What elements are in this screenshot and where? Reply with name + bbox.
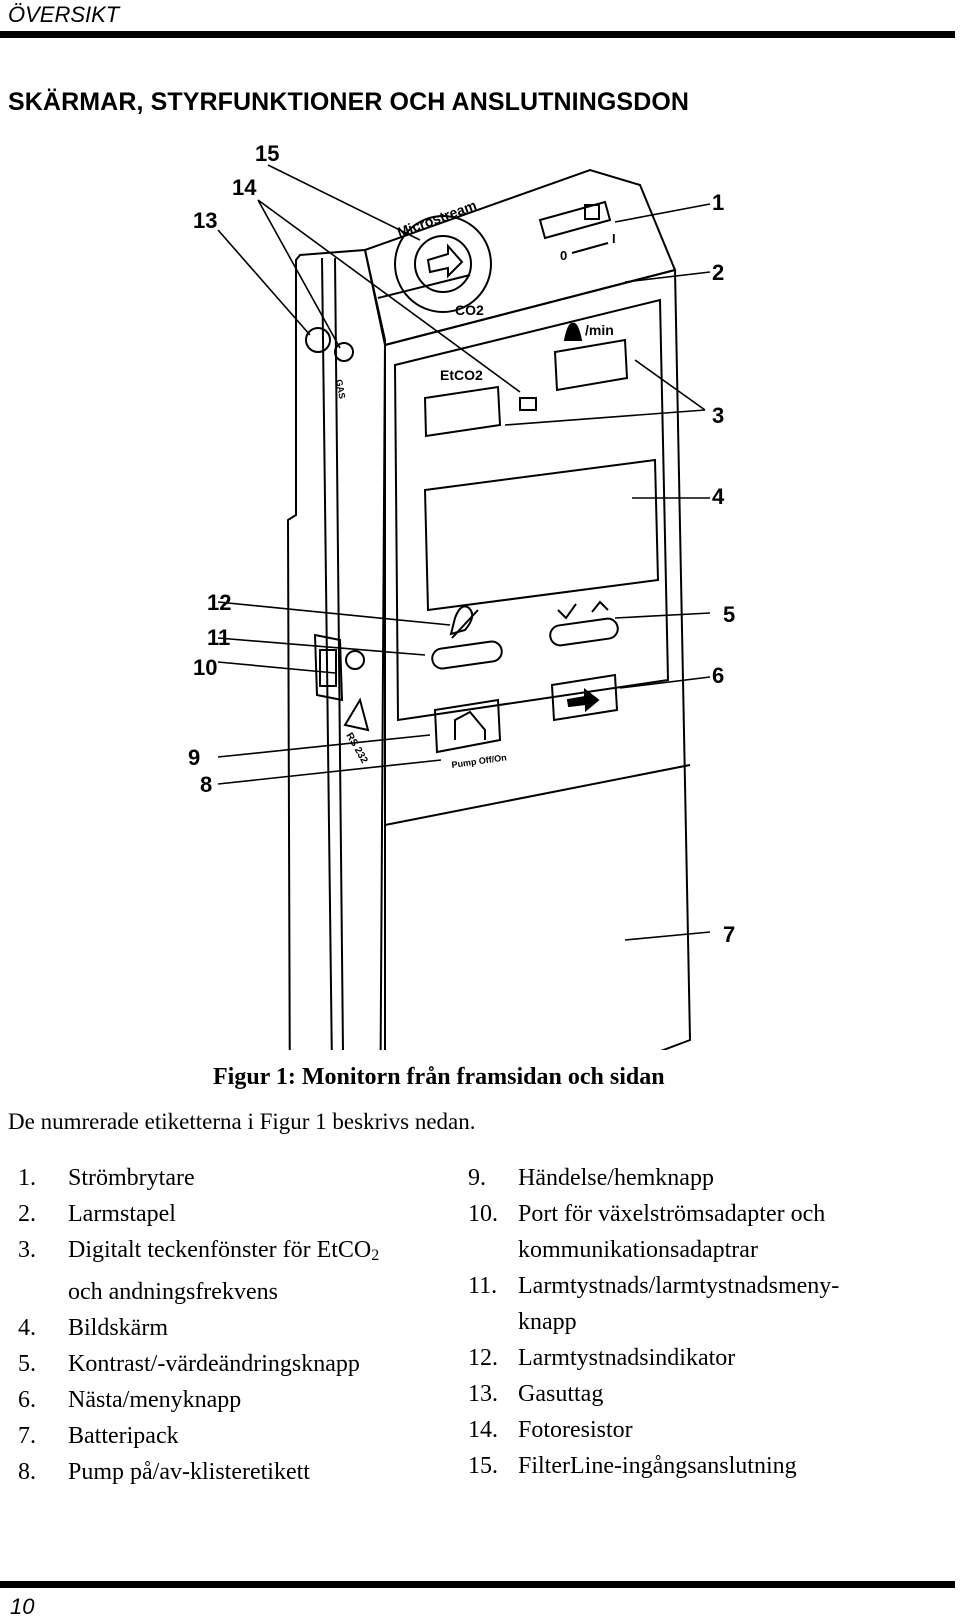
list-item: 4.Bildskärm xyxy=(18,1315,168,1341)
etco2-label: EtCO2 xyxy=(440,367,483,383)
legend-list-right: 9.Händelse/hemknapp 10.Port för växelstr… xyxy=(468,1160,938,1484)
callout-1: 1 xyxy=(712,190,724,215)
list-item: 12.Larmtystnadsindikator xyxy=(468,1345,736,1371)
adapter-port xyxy=(313,633,344,702)
warning-triangle-icon xyxy=(343,697,370,732)
section-header: ÖVERSIKT xyxy=(8,2,120,27)
list-item: 1.Strömbrytare xyxy=(18,1165,195,1191)
top-ridge xyxy=(377,274,471,299)
pump-label: Pump Off/On xyxy=(451,752,507,770)
front-divider xyxy=(384,764,691,826)
list-item: 11.Larmtystnads/larmtystnadsmeny-knapp xyxy=(468,1273,840,1335)
switch-scale-line xyxy=(571,242,609,254)
callout-7: 7 xyxy=(723,922,735,947)
footer-rule xyxy=(0,1581,955,1588)
photoresistor xyxy=(334,342,354,362)
rs232-label: RS 232 xyxy=(343,731,369,766)
list-item: 8.Pump på/av-klisteretikett xyxy=(18,1459,310,1485)
intro-text: De numrerade etiketterna i Figur 1 beskr… xyxy=(8,1109,476,1134)
page-number: 10 xyxy=(10,1594,35,1619)
connector-arrow-icon xyxy=(426,243,464,279)
callout-5: 5 xyxy=(723,602,735,627)
legend-list-left: 1.Strömbrytare 2.Larmstapel 3.Digitalt t… xyxy=(18,1160,458,1490)
callout-3: 3 xyxy=(712,403,724,428)
front-inner-panel xyxy=(393,298,670,722)
value-down-icon xyxy=(557,603,577,620)
header-rule xyxy=(0,31,955,38)
device-front-face xyxy=(384,268,692,1050)
contrast-value-button xyxy=(549,617,619,647)
home-icon xyxy=(454,710,486,740)
gas-outlet-port xyxy=(305,327,331,353)
alarm-silence-icon xyxy=(449,605,474,636)
side-edge-2 xyxy=(334,257,344,1050)
list-item: 9.Händelse/hemknapp xyxy=(468,1165,714,1191)
next-menu-button xyxy=(550,673,619,722)
adapter-port-socket xyxy=(319,649,337,687)
alarm-bar-indicator xyxy=(519,397,537,411)
callout-13: 13 xyxy=(193,208,217,233)
list-item: 5.Kontrast/-värdeändringsknapp xyxy=(18,1351,360,1377)
side-edge-1 xyxy=(321,257,333,1050)
list-item: 15.FilterLine-ingångsanslutning xyxy=(468,1453,797,1479)
callout-leaders xyxy=(217,164,711,941)
figure-caption: Figur 1: Monitorn från framsidan och sid… xyxy=(213,1064,665,1090)
main-display-screen xyxy=(423,458,660,612)
alarm-silence-button xyxy=(431,640,503,670)
rate-unit-label: /min xyxy=(585,322,614,338)
list-item: 14.Fotoresistor xyxy=(468,1417,633,1443)
callout-14: 14 xyxy=(232,175,257,200)
filterline-connector-ring xyxy=(394,215,492,313)
value-up-icon xyxy=(591,600,609,613)
callout-4: 4 xyxy=(712,484,725,509)
co2-port-label: CO2 xyxy=(455,302,484,318)
power-switch xyxy=(538,200,612,240)
callout-10: 10 xyxy=(193,655,217,680)
switch-off-label: 0 xyxy=(560,248,567,263)
event-home-button xyxy=(433,698,502,754)
list-item: 6.Nästa/menyknapp xyxy=(18,1387,242,1413)
callout-6: 6 xyxy=(712,663,724,688)
etco2-display-window xyxy=(423,385,502,438)
callout-2: 2 xyxy=(712,260,724,285)
callout-11: 11 xyxy=(207,625,230,650)
monitor-illustration: Microstream CO2 0 I EtCO2 /min Pump Off/… xyxy=(188,141,735,1050)
switch-on-label: I xyxy=(612,231,616,246)
list-item: 2.Larmstapel xyxy=(18,1201,176,1227)
filterline-connector-inner xyxy=(414,235,472,293)
callout-12: 12 xyxy=(207,590,231,615)
callout-8: 8 xyxy=(200,772,212,797)
callout-15: 15 xyxy=(255,141,279,166)
next-arrow-icon xyxy=(566,687,600,713)
lungs-icon xyxy=(563,322,583,341)
port-indicator xyxy=(345,650,365,670)
monitor-figure: Microstream CO2 0 I EtCO2 /min Pump Off/… xyxy=(0,140,960,1050)
gas-label: GAS xyxy=(334,379,347,400)
list-item: 13.Gasuttag xyxy=(468,1381,604,1407)
device-top-face xyxy=(363,168,677,347)
page-title: SKÄRMAR, STYRFUNKTIONER OCH ANSLUTNINGSD… xyxy=(8,88,690,116)
list-item: 7.Batteripack xyxy=(18,1423,179,1449)
rate-display-window xyxy=(553,338,629,392)
alarm-silence-slash xyxy=(451,609,479,639)
power-switch-knob xyxy=(584,204,600,220)
callout-9: 9 xyxy=(188,745,200,770)
